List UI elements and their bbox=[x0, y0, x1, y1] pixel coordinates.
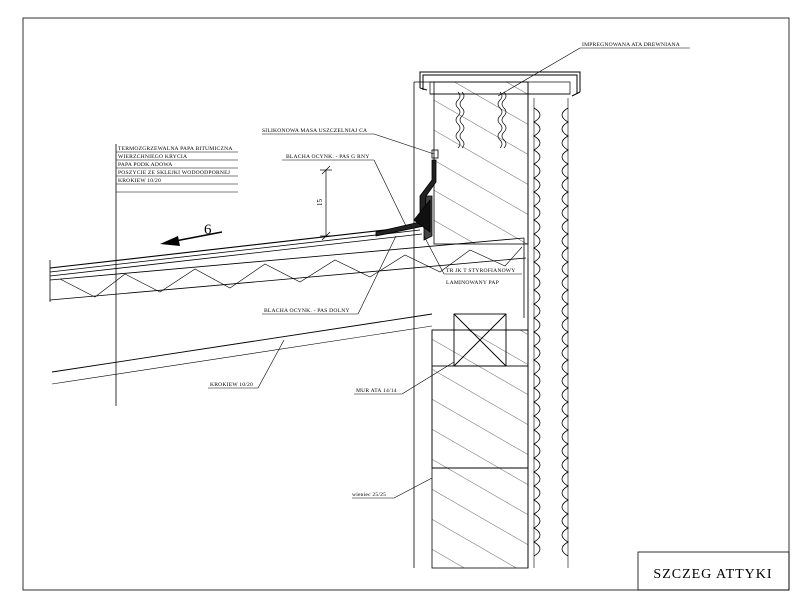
roof-layer-legend: TERMOZGRZEWALNA PAPA BITUMICZNA WIERZCHN… bbox=[115, 144, 238, 406]
silicone-bead bbox=[431, 149, 439, 159]
drawing-title: SZCZEG ATTYKI bbox=[653, 567, 772, 582]
legend-layer-4: POSZYCIE ZE SKLEJKI WODOODPORNEJ bbox=[118, 170, 231, 176]
ring-beam bbox=[431, 365, 529, 469]
wall-insulation bbox=[533, 98, 569, 568]
dimension-value: 15 bbox=[316, 199, 324, 207]
label-upper-flashing: BLACHA OCYNK. - PAS G RNY bbox=[286, 154, 369, 160]
label-silicone-sealant: SILIKONOWA MASA USZCZELNIAJ CA bbox=[262, 128, 367, 134]
label-wall-plate: MUR ATA 14/14 bbox=[356, 388, 397, 394]
dimension-15 bbox=[320, 165, 332, 241]
wall-plate bbox=[431, 313, 529, 367]
legend-layer-5: KROKIEW 10/20 bbox=[118, 178, 161, 184]
label-laminated-felt: LAMINOWANY PAP bbox=[446, 280, 499, 286]
label-rafter-lower: KROKIEW 10/20 bbox=[210, 382, 253, 388]
legend-layer-2: WIERZCHNIEGO KRYCIA bbox=[118, 154, 187, 160]
slope-value: 6 bbox=[204, 222, 212, 238]
label-ring-beam: wieniec 25/25 bbox=[352, 492, 386, 498]
label-impregnated-strip: IMPREGNOWANA ATA DREWNIANA bbox=[582, 42, 680, 48]
label-lower-flashing: BLACHA OCYNK. - PAS DOLNY bbox=[264, 308, 350, 314]
masonry-wall bbox=[413, 81, 535, 569]
slope-arrow: 6 bbox=[160, 222, 223, 246]
label-styrofoam-strip: TR JK T STYROFIANOWY bbox=[446, 268, 516, 274]
roof-wall-flashing bbox=[375, 159, 437, 241]
title-block: SZCZEG ATTYKI bbox=[637, 551, 790, 591]
wall-cap-flashing bbox=[419, 71, 581, 97]
legend-layer-3: PAPA PODK ADOWA bbox=[118, 162, 173, 168]
leader-lines bbox=[208, 47, 690, 499]
roof-structure bbox=[49, 225, 529, 385]
legend-layer-1: TERMOZGRZEWALNA PAPA BITUMICZNA bbox=[118, 146, 233, 152]
drawing-frame bbox=[22, 17, 790, 591]
anchor-bolts bbox=[455, 91, 507, 149]
